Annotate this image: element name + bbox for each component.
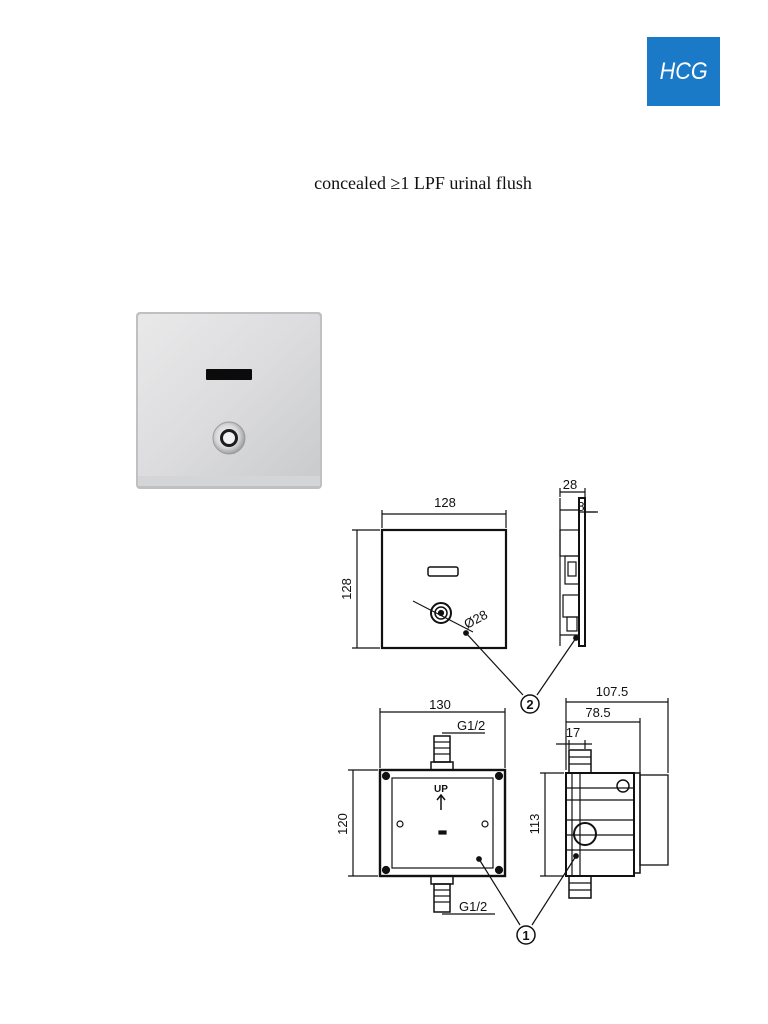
dim-inlet-offset: 17 xyxy=(566,725,580,740)
front-view xyxy=(352,510,508,650)
sensor-window xyxy=(206,369,252,380)
callout-2: 2 xyxy=(526,697,533,712)
brand-logo-text: HCG xyxy=(659,57,708,85)
callout-1-marker xyxy=(516,925,536,945)
page-title: concealed ≥1 LPF urinal flush xyxy=(314,173,532,193)
pipe-label-top: G1/2 xyxy=(457,718,485,733)
dim-box-side-height: 113 xyxy=(527,814,542,835)
dim-side-plate: 8 xyxy=(577,499,584,514)
up-label: UP xyxy=(434,784,448,795)
dim-box-depth-total: 107.5 xyxy=(596,684,629,699)
box-front-view xyxy=(348,708,507,915)
side-view xyxy=(559,488,598,647)
brand-logo: HCG xyxy=(647,37,720,106)
product-photo xyxy=(136,312,322,489)
dim-button-diameter: Ø28 xyxy=(461,607,490,632)
callout-2-marker xyxy=(520,694,540,714)
dim-side-depth: 28 xyxy=(563,477,577,492)
dim-front-height: 128 xyxy=(339,578,354,600)
dim-box-height: 120 xyxy=(335,813,350,835)
callout-1: 1 xyxy=(522,928,529,943)
pipe-label-bottom: G1/2 xyxy=(459,899,487,914)
dim-box-depth-inner: 78.5 xyxy=(585,705,610,720)
dim-box-width: 130 xyxy=(429,697,451,712)
technical-drawing: 128 128 Ø28 28 8 2 xyxy=(335,477,669,945)
dim-front-width: 128 xyxy=(434,495,456,510)
box-side-view xyxy=(540,698,669,899)
